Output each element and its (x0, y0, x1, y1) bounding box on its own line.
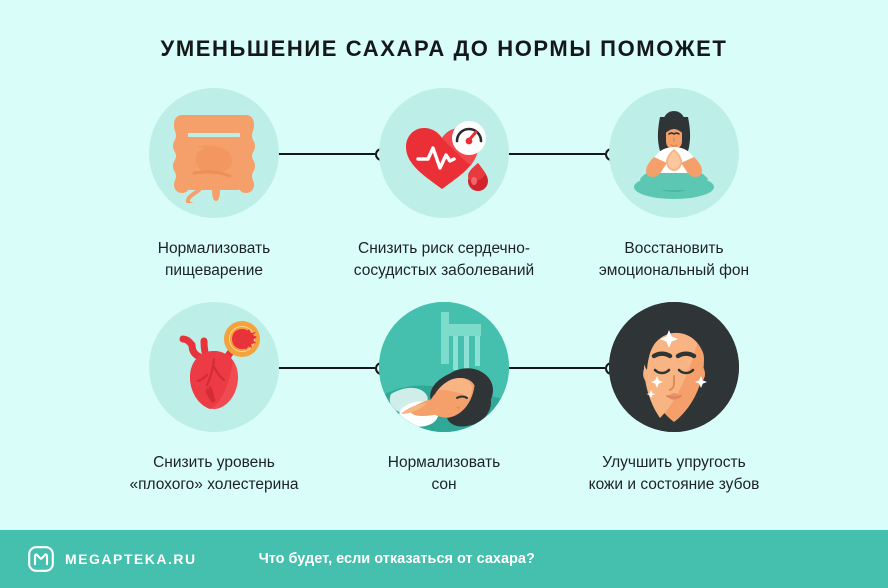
benefits-row-1: Нормализовать пищеварение (0, 88, 888, 282)
connector-line (505, 366, 605, 370)
benefit-caption: Нормализовать сон (388, 452, 500, 496)
benefit-caption: Снизить уровень «плохого» холестерина (129, 452, 298, 496)
footer-bar: MEGAPTEKA.RU Что будет, если отказаться … (0, 530, 888, 588)
caption-line-2: кожи и состояние зубов (588, 476, 760, 493)
benefits-row-2: Снизить уровень «плохого» холестерина (0, 302, 888, 496)
connector-line (275, 366, 375, 370)
caption-line-1: Нормализовать (387, 454, 501, 471)
caption-line-1: Снизить риск сердечно- (358, 240, 530, 257)
benefit-item-emotional: Восстановить эмоциональный фон (559, 88, 789, 282)
benefit-item-digestion: Нормализовать пищеварение (99, 88, 329, 282)
caption-line-2: сон (431, 476, 457, 493)
benefit-caption: Снизить риск сердечно- сосудистых заболе… (354, 238, 534, 282)
benefit-item-cholesterol: Снизить уровень «плохого» холестерина (99, 302, 329, 496)
megapteka-monogram-icon (28, 546, 54, 572)
intestines-icon (149, 88, 279, 218)
meditation-icon (609, 88, 739, 218)
heart-pressure-icon (379, 88, 509, 218)
caption-line-1: Восстановить (624, 240, 724, 257)
benefit-item-heart-risk: Снизить риск сердечно- сосудистых заболе… (329, 88, 559, 282)
connector-line (275, 152, 375, 156)
benefit-item-sleep: Нормализовать сон (329, 302, 559, 496)
cholesterol-heart-icon (149, 302, 279, 432)
benefits-grid: Нормализовать пищеварение (0, 88, 888, 496)
caption-line-2: пищеварение (164, 262, 263, 279)
caption-line-1: Снизить уровень (153, 454, 275, 471)
benefit-caption: Нормализовать пищеварение (158, 238, 270, 282)
connector-4-5 (262, 360, 388, 376)
benefit-caption: Восстановить эмоциональный фон (599, 238, 749, 282)
connector-line (505, 152, 605, 156)
connector-5-6 (492, 360, 618, 376)
benefit-caption: Улучшить упругость кожи и состояние зубо… (589, 452, 760, 496)
caption-line-2: эмоциональный фон (598, 262, 750, 279)
connector-2-3 (492, 146, 618, 162)
caption-line-2: сосудистых заболеваний (353, 262, 535, 279)
connector-1-2 (262, 146, 388, 162)
brand-name: MEGAPTEKA.RU (65, 551, 197, 567)
brand-logo[interactable]: MEGAPTEKA.RU (28, 546, 197, 572)
benefit-item-skin: Улучшить упругость кожи и состояние зубо… (559, 302, 789, 496)
footer-tagline: Что будет, если отказаться от сахара? (258, 551, 535, 567)
caption-line-1: Улучшить упругость (602, 454, 746, 471)
sleeping-woman-icon (379, 302, 509, 432)
caption-line-1: Нормализовать (157, 240, 271, 257)
caption-line-2: «плохого» холестерина (129, 476, 299, 493)
page-title: УМЕНЬШЕНИЕ САХАРА ДО НОРМЫ ПОМОЖЕТ (160, 36, 728, 61)
glowing-face-icon (609, 302, 739, 432)
